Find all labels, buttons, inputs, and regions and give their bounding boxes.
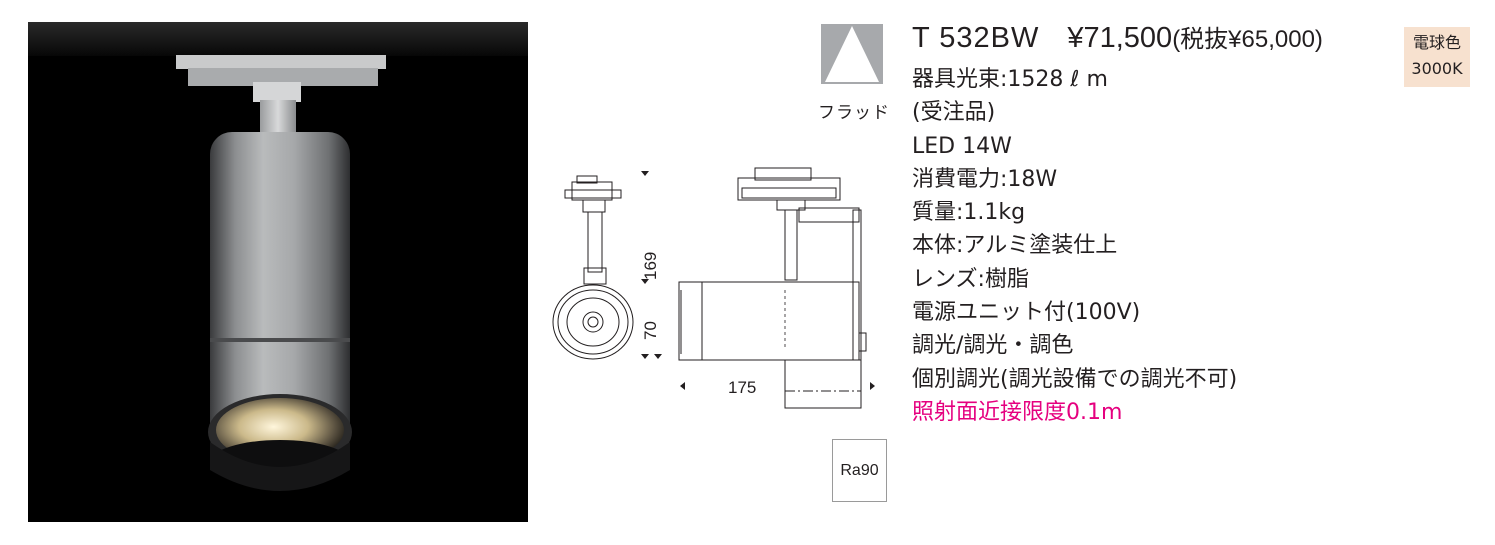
spec-weight: 質量:1.1kg	[912, 200, 1026, 226]
spec-led: LED 14W	[912, 133, 1012, 159]
beam-type-label: フラッド	[818, 103, 890, 123]
product-photo	[28, 22, 528, 522]
price-tax-excluded: (税抜¥65,000)	[1172, 26, 1323, 53]
spec-individual-dimming: 個別調光(調光設備での調光不可)	[912, 366, 1238, 392]
color-kelvin: 3000K	[1411, 59, 1463, 78]
spec-order: (受注品)	[912, 100, 996, 126]
color-name: 電球色	[1412, 33, 1461, 52]
proximity-limit-notice: 照射面近接限度0.1m	[912, 399, 1123, 425]
dimension-drawing: 169 70 175	[545, 150, 890, 420]
spec-lens: レンズ:樹脂	[912, 266, 1029, 292]
spec-body: 本体:アルミ塗装仕上	[912, 233, 1118, 259]
diameter-dimension: 70	[641, 321, 660, 340]
length-dimension: 175	[728, 378, 756, 397]
spec-power-unit: 電源ユニット付(100V)	[912, 300, 1141, 326]
model-number: T 532BW	[912, 22, 1040, 54]
height-dimension: 169	[641, 252, 660, 280]
product-title: T 532BW ¥71,500(税抜¥65,000)	[912, 20, 1323, 58]
price: ¥71,500	[1067, 22, 1173, 54]
spec-list: 器具光束:1528 ℓ m (受注品) LED 14W 消費電力:18W 質量:…	[912, 63, 1237, 429]
spec-lumen: 器具光束:1528 ℓ m	[912, 67, 1108, 92]
color-temperature-badge: 電球色 3000K	[1404, 27, 1470, 87]
spec-dimming: 調光/調光・調色	[912, 333, 1074, 359]
ra-badge: Ra90	[832, 439, 887, 502]
flood-beam-icon	[821, 24, 883, 84]
spec-power: 消費電力:18W	[912, 166, 1058, 192]
